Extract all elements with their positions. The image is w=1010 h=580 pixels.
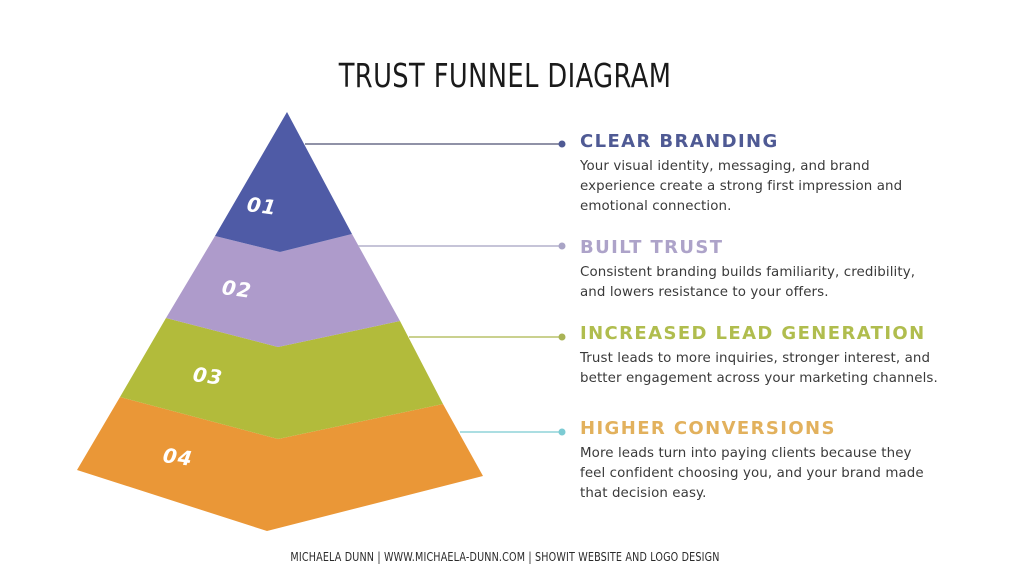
connector-04 bbox=[460, 428, 566, 436]
connector-02 bbox=[358, 242, 566, 250]
step-number-01: 01 bbox=[245, 192, 279, 220]
step-02: BUILT TRUST Consistent branding builds f… bbox=[580, 237, 940, 303]
pyramid-layer-04 bbox=[77, 397, 483, 531]
pyramid-layer-03 bbox=[120, 318, 443, 439]
step-number-04: 04 bbox=[161, 443, 195, 471]
step-heading: INCREASED LEAD GENERATION bbox=[580, 323, 926, 344]
connector-01 bbox=[305, 140, 566, 148]
diagram-title: TRUST FUNNEL DIAGRAM bbox=[338, 56, 672, 95]
connector-03 bbox=[409, 333, 566, 341]
step-heading: CLEAR BRANDING bbox=[580, 131, 779, 152]
step-number-02: 02 bbox=[220, 275, 254, 303]
step-heading: BUILT TRUST bbox=[580, 237, 724, 258]
step-description: Your visual identity, messaging, and bra… bbox=[580, 159, 903, 214]
footer-credit: MICHAELA DUNN | WWW.MICHAELA-DUNN.COM | … bbox=[290, 550, 720, 564]
step-03: INCREASED LEAD GENERATION Trust leads to… bbox=[580, 323, 940, 389]
step-description: Trust leads to more inquiries, stronger … bbox=[580, 351, 938, 386]
step-description: More leads turn into paying clients beca… bbox=[580, 446, 924, 501]
step-04: HIGHER CONVERSIONS More leads turn into … bbox=[580, 418, 940, 504]
step-number-03: 03 bbox=[191, 362, 225, 390]
step-description: Consistent branding builds familiarity, … bbox=[580, 265, 916, 300]
step-01: CLEAR BRANDING Your visual identity, mes… bbox=[580, 131, 940, 217]
step-heading: HIGHER CONVERSIONS bbox=[580, 418, 836, 439]
pyramid-layer-02 bbox=[166, 234, 400, 347]
pyramid-layer-01 bbox=[215, 112, 352, 252]
